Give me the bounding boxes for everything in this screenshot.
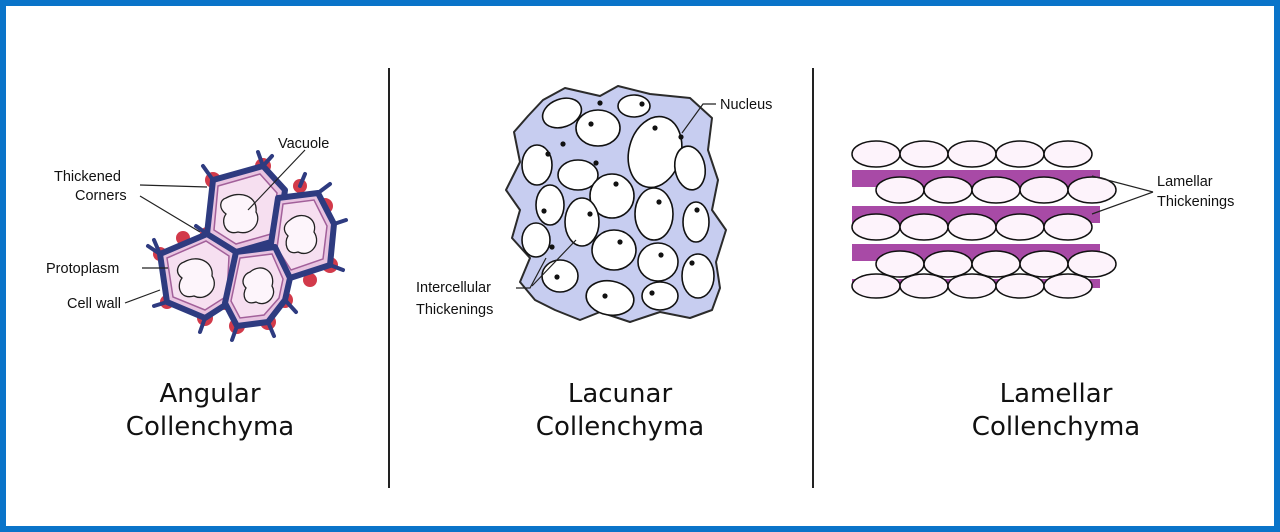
lamellar-cell — [876, 177, 924, 203]
lamellar-cell — [852, 214, 900, 240]
label-corners: Corners — [75, 188, 127, 204]
lamellar-cell — [1020, 251, 1068, 277]
lamellar-cell — [852, 274, 900, 298]
label-intercellular: Intercellular — [416, 280, 491, 296]
lamellar-cell — [948, 214, 996, 240]
angular-collenchyma-illustration — [148, 152, 346, 340]
label-vacuole: Vacuole — [278, 136, 329, 152]
lamellar-cells — [852, 141, 1116, 298]
lamellar-cell — [996, 214, 1044, 240]
title-lamellar-line1: Lamellar — [906, 378, 1206, 411]
title-lamellar-line2: Collenchyma — [906, 411, 1206, 444]
title-angular-collenchyma: Angular Collenchyma — [60, 378, 360, 444]
label-thickened: Thickened — [54, 169, 121, 185]
lamellar-cell — [996, 141, 1044, 167]
lamellar-cell — [1020, 177, 1068, 203]
lamellar-cell — [1068, 251, 1116, 277]
title-lamellar-collenchyma: Lamellar Collenchyma — [906, 378, 1206, 444]
lacunar-collenchyma-illustration — [506, 86, 726, 322]
title-lacunar-collenchyma: Lacunar Collenchyma — [470, 378, 770, 444]
lamellar-cell — [948, 141, 996, 167]
title-angular-line1: Angular — [60, 378, 360, 411]
lamellar-cell — [900, 274, 948, 298]
label-lamellar: Lamellar — [1157, 174, 1213, 190]
label-intercellular-thickenings: Thickenings — [416, 302, 493, 318]
lamellar-cell — [876, 251, 924, 277]
label-lamellar-thickenings: Thickenings — [1157, 194, 1234, 210]
title-lacunar-line1: Lacunar — [470, 378, 770, 411]
lamellar-cell — [900, 141, 948, 167]
lamellar-cell — [1044, 274, 1092, 298]
title-angular-line2: Collenchyma — [60, 411, 360, 444]
lamellar-cell — [924, 251, 972, 277]
label-cell-wall: Cell wall — [67, 296, 121, 312]
lamellar-cell — [924, 177, 972, 203]
title-lacunar-line2: Collenchyma — [470, 411, 770, 444]
lamellar-cell — [948, 274, 996, 298]
label-nucleus: Nucleus — [720, 97, 772, 113]
lamellar-cell — [972, 251, 1020, 277]
lamellar-cell — [972, 177, 1020, 203]
lamellar-cell — [852, 141, 900, 167]
lamellar-collenchyma-illustration — [852, 141, 1116, 298]
lamellar-cell — [900, 214, 948, 240]
lamellar-cell — [996, 274, 1044, 298]
lamellar-cell — [1044, 214, 1092, 240]
lamellar-cell — [1044, 141, 1092, 167]
label-protoplasm: Protoplasm — [46, 261, 119, 277]
